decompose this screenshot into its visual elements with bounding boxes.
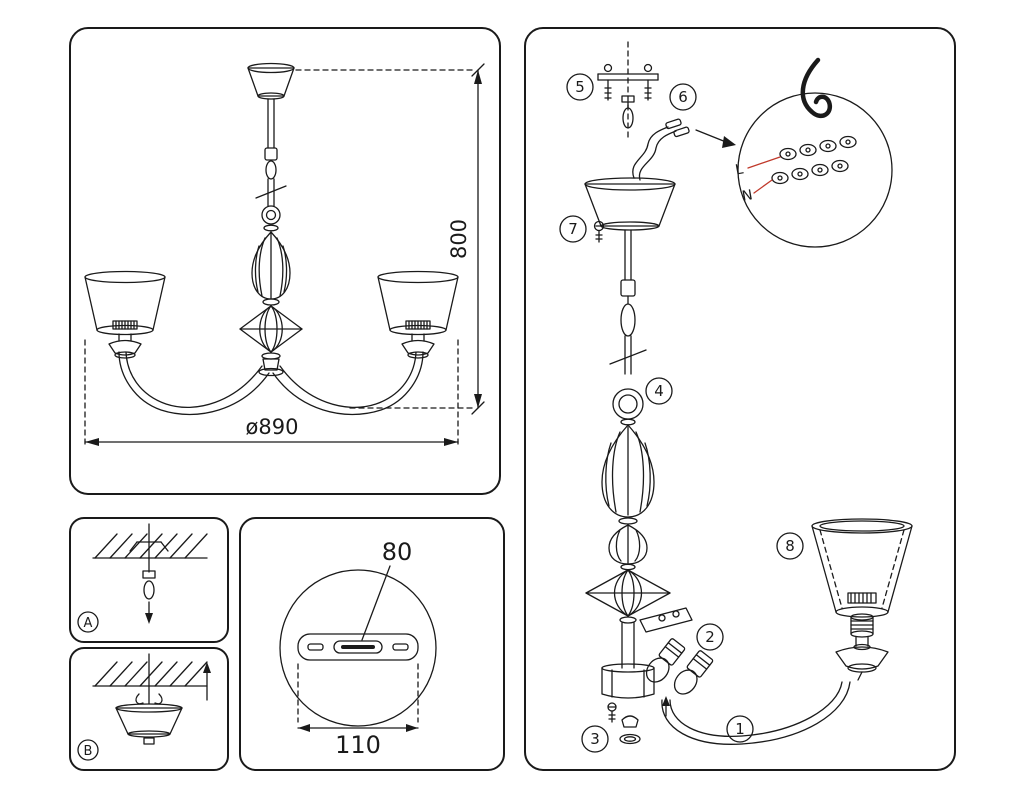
callout-2-marker bbox=[696, 623, 724, 651]
callout-2-label: 2 bbox=[705, 628, 715, 646]
callout-4-marker bbox=[645, 377, 673, 405]
mounting-step-a-drawing bbox=[92, 523, 208, 624]
panel-step-a bbox=[69, 517, 229, 643]
callout-6-marker bbox=[669, 83, 697, 111]
callout-3-marker bbox=[581, 725, 609, 753]
callout-8-label: 8 bbox=[785, 537, 795, 555]
width-dimension-label: 110 bbox=[335, 731, 381, 759]
panel-assembly bbox=[524, 27, 956, 771]
diameter-dimension-label: ø890 bbox=[246, 415, 299, 439]
wire-live-label: L bbox=[734, 161, 745, 178]
callout-5-marker bbox=[566, 73, 594, 101]
callout-markers: 5 6 7 4 8 2 3 1 bbox=[559, 73, 804, 753]
dimension-lines-main bbox=[84, 63, 485, 447]
exploded-assembly-view bbox=[584, 41, 913, 745]
callout-4-label: 4 bbox=[654, 382, 664, 400]
callout-7-marker bbox=[559, 215, 587, 243]
height-dimension-label: 800 bbox=[447, 219, 471, 259]
step-b-marker bbox=[77, 739, 99, 761]
wire-leader-neutral bbox=[753, 179, 773, 194]
callout-6-label: 6 bbox=[678, 88, 688, 106]
callout-1-marker bbox=[726, 715, 754, 743]
panel-main-view bbox=[69, 27, 501, 495]
step-a-marker bbox=[77, 611, 99, 633]
slot-dimension-label: 80 bbox=[382, 538, 413, 566]
chandelier-side-view bbox=[84, 62, 459, 416]
step-b-label: B bbox=[84, 744, 93, 759]
wire-neutral-label: N bbox=[741, 187, 754, 205]
callout-3-label: 3 bbox=[590, 730, 600, 748]
panel-step-b bbox=[69, 647, 229, 771]
canopy-bracket-detail bbox=[279, 565, 437, 732]
callout-1-label: 1 bbox=[735, 720, 745, 738]
callout-8-marker bbox=[776, 532, 804, 560]
callout-7-label: 7 bbox=[568, 220, 578, 238]
step-a-label: A bbox=[84, 616, 93, 631]
callout-5-label: 5 bbox=[575, 78, 585, 96]
wire-leader-live bbox=[747, 156, 781, 169]
mounting-step-b-drawing bbox=[92, 653, 211, 745]
panel-canopy-detail bbox=[239, 517, 505, 771]
